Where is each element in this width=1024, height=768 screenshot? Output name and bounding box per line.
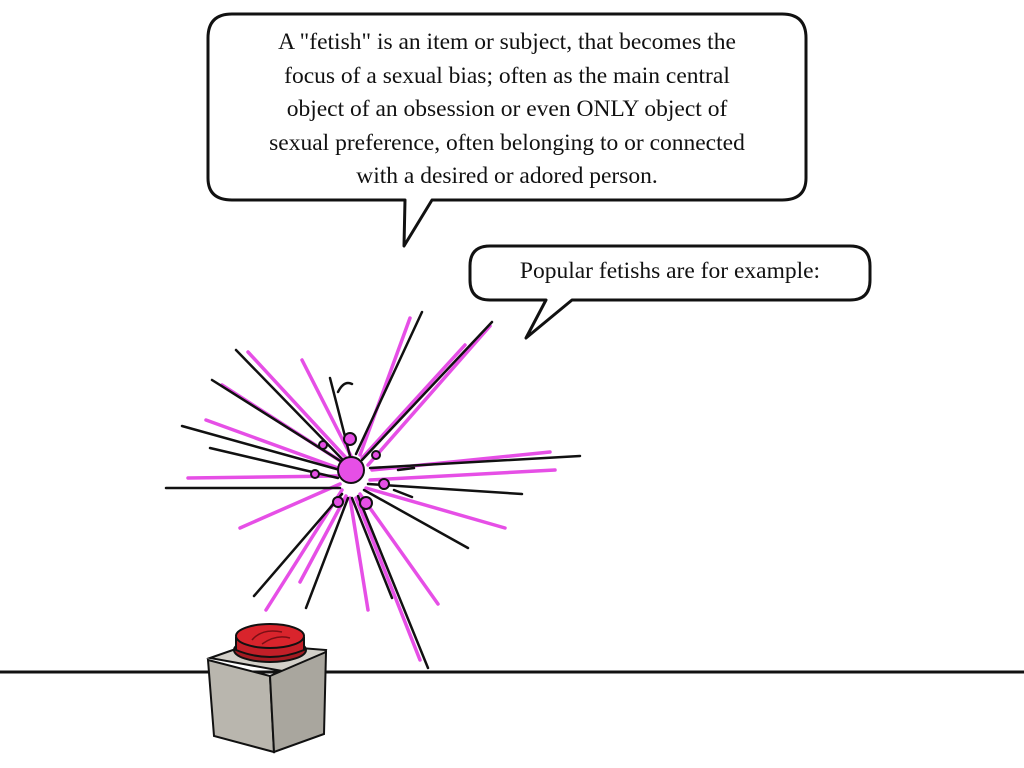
main-bubble-line-4: sexual preference, often belonging to or…: [269, 129, 745, 156]
main-bubble-line-3: object of an obsession or even ONLY obje…: [286, 96, 728, 122]
main-speech-bubble: A "fetish" is an item or subject, that b…: [208, 12, 806, 200]
main-bubble-line-1: A "fetish" is an item or subject, that b…: [278, 29, 736, 55]
main-bubble-line-2: focus of a sexual bias; often as the mai…: [284, 62, 730, 89]
red-push-button-icon: [206, 623, 328, 754]
secondary-bubble-text: Popular fetishs are for example:: [519, 258, 821, 284]
secondary-bubble-outline: [468, 244, 872, 340]
main-bubble-outline: [206, 12, 808, 248]
secondary-speech-bubble: Popular fetishs are for example:: [470, 245, 870, 299]
main-bubble-line-5: with a desired or adored person.: [356, 163, 658, 189]
sparkle-burst-icon: [164, 310, 582, 670]
